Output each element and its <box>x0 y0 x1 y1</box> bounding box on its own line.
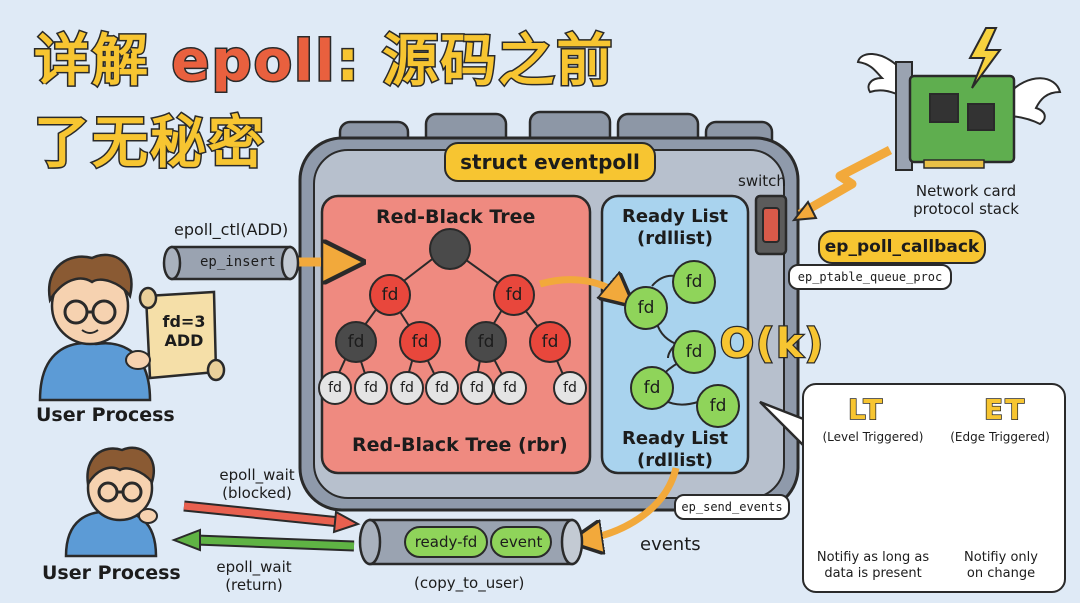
epoll-wait-return-line1: epoll_wait <box>216 558 292 576</box>
epoll-wait-blocked-line1: epoll_wait <box>219 466 295 484</box>
lt-title: LT <box>847 393 885 426</box>
page-title-line2: 了无秘密 <box>33 111 266 176</box>
ep-send-events-tag: ep_send_events <box>674 494 790 520</box>
complexity-label: O(k) <box>719 321 826 367</box>
ready-title-line2: (rdllist) <box>636 228 714 249</box>
ready-node: fd <box>696 384 740 428</box>
title-highlight: epoll <box>170 29 337 94</box>
scroll-text: fd=3 ADD <box>156 312 212 350</box>
ready-fd-pill: ready-fd <box>404 526 488 558</box>
ep-poll-callback-pill: ep_poll_callback <box>818 230 986 264</box>
scroll-line1: fd=3 <box>162 312 206 331</box>
epoll-wait-return-label: epoll_wait (return) <box>196 558 312 594</box>
ready-node: fd <box>672 260 716 304</box>
ready-footer-line1: Ready List <box>621 428 729 449</box>
lt-desc-line2: data is present <box>824 566 922 581</box>
struct-eventpoll-label: struct eventpoll <box>444 142 656 182</box>
epoll-wait-blocked-label: epoll_wait (blocked) <box>202 466 312 502</box>
tree-leaf-node: fd <box>553 371 587 405</box>
ep-insert-label: ep_insert <box>200 254 276 270</box>
et-desc-line1: Notifiy only <box>964 550 1038 565</box>
ready-footer: Ready List (rdllist) <box>610 428 740 472</box>
title-prefix: 详解 <box>33 29 172 94</box>
scroll-graphic <box>125 286 226 382</box>
lt-subtitle: (Level Triggered) <box>822 430 924 444</box>
ep-insert-cylinder <box>162 245 300 281</box>
et-title: ET <box>983 393 1027 426</box>
epoll-ctl-label: epoll_ctl(ADD) <box>174 220 289 239</box>
ready-node: fd <box>672 330 716 374</box>
ready-node: fd <box>624 286 668 330</box>
rbtree-footer: Red-Black Tree (rbr) <box>352 434 568 456</box>
user-process-label-bottom: User Process <box>42 562 181 584</box>
ep-ptable-queue-proc-tag: ep_ptable_queue_proc <box>788 264 952 290</box>
tree-node: fd <box>465 321 507 363</box>
event-pill: event <box>490 526 552 558</box>
switch-graphic <box>754 194 788 256</box>
tree-leaf-node: fd <box>493 371 527 405</box>
tree-node: fd <box>335 321 377 363</box>
tree-node: fd <box>493 274 535 316</box>
et-desc-line2: on change <box>966 566 1036 581</box>
network-card-illustration <box>856 27 1062 171</box>
epoll-wait-return-line2: (return) <box>225 576 283 594</box>
lt-description: Notifiy as long as data is present <box>808 550 938 582</box>
ready-footer-line2: (rdllist) <box>636 450 714 471</box>
ready-title-line1: Ready List <box>621 206 729 227</box>
user-avatar-bottom <box>64 446 158 558</box>
et-description: Notifiy only on change <box>944 550 1058 582</box>
events-label: events <box>640 534 701 555</box>
scroll-line2: ADD <box>164 331 204 350</box>
tree-leaf-node: fd <box>354 371 388 405</box>
tree-node: fd <box>399 321 441 363</box>
ready-title: Ready List (rdllist) <box>610 206 740 250</box>
copy-to-user-label: (copy_to_user) <box>414 574 525 592</box>
user-avatar-top <box>38 253 152 402</box>
et-subtitle: (Edge Triggered) <box>950 430 1050 444</box>
title-suffix: : 源码之前 <box>335 29 615 94</box>
switch-label: switch <box>738 172 786 190</box>
tree-node: fd <box>529 321 571 363</box>
trigger-mode-legend <box>802 383 1066 593</box>
network-card-line2: protocol stack <box>913 200 1019 218</box>
page-title: 详解 epoll: 源码之前 <box>33 32 614 91</box>
epoll-wait-blocked-line2: (blocked) <box>222 484 292 502</box>
user-process-label-top: User Process <box>36 404 175 426</box>
tree-leaf-node: fd <box>390 371 424 405</box>
lt-desc-line1: Notifiy as long as <box>816 550 930 565</box>
rbtree-title: Red-Black Tree <box>376 206 536 228</box>
tree-node: fd <box>369 274 411 316</box>
rbtree-panel <box>320 194 592 475</box>
ready-node: fd <box>630 366 674 410</box>
network-card-label: Network card protocol stack <box>898 182 1034 218</box>
tree-root-node <box>429 228 471 270</box>
tree-leaf-node: fd <box>460 371 494 405</box>
network-card-line1: Network card <box>915 182 1017 200</box>
tree-leaf-node: fd <box>318 371 352 405</box>
tree-leaf-node: fd <box>425 371 459 405</box>
